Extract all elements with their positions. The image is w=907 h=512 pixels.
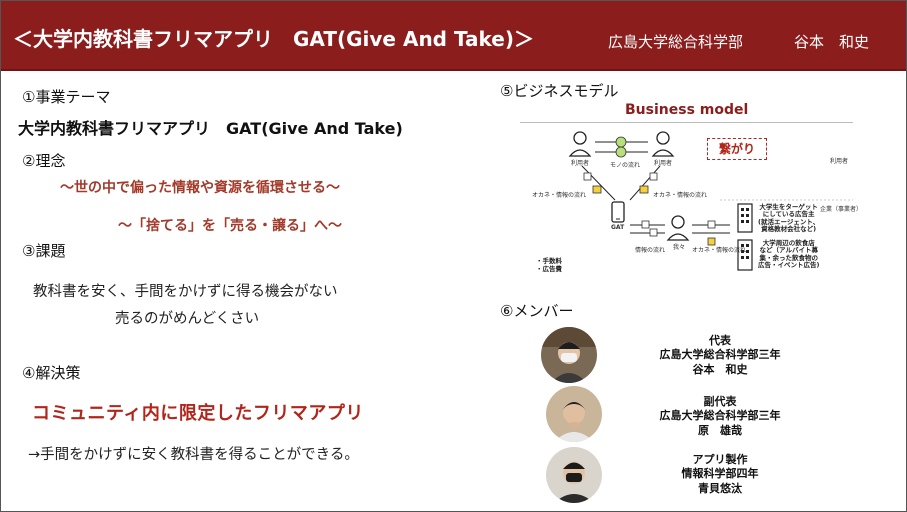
member-photo-1 <box>541 327 597 383</box>
solution-heading: ④解決策 <box>22 364 81 382</box>
smartphone-icon <box>611 201 625 223</box>
theme-text: 大学内教科書フリマアプリ GAT(Give And Take) <box>18 119 403 138</box>
user-left-label: 利用者 <box>571 160 590 167</box>
issue-heading: ③課題 <box>22 242 66 260</box>
issue-line-2: 売るのがめんどくさい <box>115 311 260 327</box>
business-model-diagram: Business model <box>520 100 863 280</box>
info-flow-label: 情報の流れ <box>635 247 666 254</box>
member-photo-2 <box>546 386 602 442</box>
user-far-label: 利用者 <box>830 158 849 165</box>
solution-highlight: コミュニティ内に限定したフリマアプリ <box>32 403 364 424</box>
philosophy-heading: ②理念 <box>22 152 66 170</box>
author-name: 谷本 和史 <box>794 33 870 51</box>
us-icon <box>666 215 690 241</box>
philosophy-line-1: ～世の中で偏った情報や資源を循環させる～ <box>60 180 340 196</box>
revenue-legend: ・手数料 ・広告費 <box>536 257 562 274</box>
money-info-right-label: オカネ・情報の流れ <box>653 192 708 199</box>
gat-label: GAT <box>611 224 625 231</box>
tsunagari-box: 繋がり <box>707 138 767 160</box>
building-icon-1 <box>737 203 753 233</box>
divider-line <box>520 122 853 123</box>
member-info-2: 副代表 広島大学総合科学部三年 原 雄哉 <box>659 395 781 437</box>
business-model-title: Business model <box>625 102 749 118</box>
building-icon-2 <box>737 239 753 271</box>
ad-local-text: 大学周辺の飲食店 など（アルバイト募 集・余った飲食物の 広告・イベント広告) <box>758 239 820 270</box>
member-info-3: アプリ製作 情報科学部四年 青貝悠汰 <box>681 453 759 495</box>
slide-title: ＜大学内教科書フリマアプリ GAT(Give And Take)＞ <box>13 27 534 51</box>
business-heading: ⑤ビジネスモデル <box>500 82 619 100</box>
user-right-label: 利用者 <box>654 160 673 167</box>
user-right-icon <box>651 131 675 157</box>
member-photo-3 <box>546 447 602 503</box>
header-bar: ＜大学内教科書フリマアプリ GAT(Give And Take)＞ 広島大学総合… <box>1 1 906 71</box>
theme-heading: ①事業テーマ <box>22 88 111 106</box>
ad-target-text: 大学生をターゲット にしている広告主 (就活エージェント、 資格教材会社など) <box>758 203 820 234</box>
goods-flow-label: モノの流れ <box>610 162 641 169</box>
user-left-icon <box>568 131 592 157</box>
members-heading: ⑥メンバー <box>500 302 574 320</box>
solution-text: →手間をかけずに安く教科書を得ることができる。 <box>28 447 359 463</box>
business-model-arrows <box>568 131 853 271</box>
us-label: 我々 <box>673 244 686 251</box>
philosophy-line-2: ～「捨てる」を「売る・譲る」へ～ <box>118 218 342 234</box>
author-affiliation: 広島大学総合科学部 <box>608 33 744 51</box>
money-info-bottom-label: オカネ・情報の流れ <box>692 247 747 254</box>
advertiser-side-label: 企業（事業者） <box>820 206 863 213</box>
member-info-1: 代表 広島大学総合科学部三年 谷本 和史 <box>659 334 781 376</box>
money-info-left-label: オカネ・情報の流れ <box>532 192 587 199</box>
issue-line-1: 教科書を安く、手間をかけずに得る機会がない <box>33 284 338 300</box>
